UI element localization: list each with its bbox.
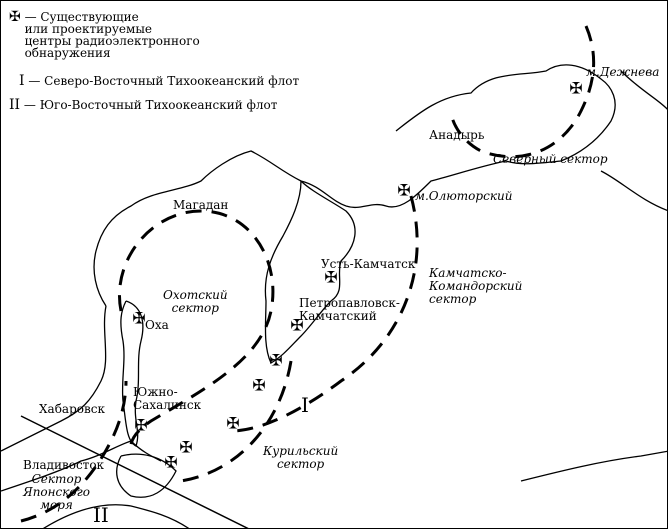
cross-icon: ✠: [9, 9, 21, 25]
cross-icon: ✠: [132, 309, 145, 328]
coast-okhotsk-north: [93, 150, 347, 307]
cross-icon: ✠: [134, 416, 147, 435]
place-okha: Оха: [145, 318, 169, 332]
fleet-two-mark: II: [93, 503, 109, 527]
coast-hokkaido: [116, 453, 177, 498]
cross-icon: ✠: [164, 453, 177, 472]
legend-station: ✠ — Существующие или проектируемые центр…: [9, 9, 200, 60]
coastlines: [1, 64, 667, 528]
legend-fleet2-mark: II: [9, 97, 21, 113]
sector-kuril-boundary: [180, 360, 293, 483]
coast-alaska: [520, 70, 667, 482]
cross-icon: ✠: [179, 438, 192, 457]
sector-north-label: Северный сектор: [493, 152, 608, 166]
sector-kamchatka-label: Камчатско- Командорский сектор: [429, 266, 523, 306]
place-olyutorsky: м.Олюторский: [415, 189, 513, 203]
place-petropavlovsk: Петропавловск- Камчатский: [299, 296, 400, 323]
place-khabarovsk: Хабаровск: [39, 402, 105, 416]
cross-icon: ✠: [397, 181, 410, 200]
coast-honshu: [43, 504, 190, 528]
sector-japan-boundary: [20, 380, 128, 523]
sector-japan-label: Сектор Японского моря: [23, 472, 90, 512]
coast-mainland: [1, 305, 107, 452]
sector-okhotsk-label: Охотский сектор: [163, 288, 228, 315]
fleet-one-mark: I: [301, 393, 309, 417]
sector-okhotsk-boundary: [118, 209, 275, 452]
fleet-boundary-line: [20, 415, 249, 528]
cross-icon: ✠: [290, 316, 303, 335]
legend-fleet2: II — Юго-Восточный Тихоокеанский флот: [9, 97, 278, 113]
legend-fleet1: I — Северо-Восточный Тихоокеанский флот: [19, 73, 300, 89]
place-dezhnev: м.Дежнева: [586, 65, 660, 79]
place-yuzhno-sakhalinsk: Южно- Сахалинск: [133, 385, 202, 412]
cross-icon: ✠: [569, 79, 582, 98]
place-vladivostok: Владивосток: [23, 458, 105, 472]
sector-kuril-label: Курильский сектор: [263, 444, 339, 471]
legend-fleet1-text: — Северо-Восточный Тихоокеанский флот: [28, 74, 300, 88]
place-anadyr: Анадырь: [429, 128, 485, 142]
legend-fleet2-text: — Юго-Восточный Тихоокеанский флот: [23, 98, 278, 112]
sector-boundaries: [20, 25, 596, 523]
legend-fleet1-mark: I: [19, 73, 25, 89]
legend-station-text: — Существующие или проектируемые центры …: [24, 10, 200, 60]
sector-north-boundary: [449, 25, 596, 159]
coast-kamchatka: [264, 180, 356, 364]
coast-chukotka: [345, 64, 616, 209]
radar-stations: ✠✠✠✠✠✠✠✠✠✠✠: [132, 79, 582, 472]
cross-icon: ✠: [226, 414, 239, 433]
coast-primorye: [1, 440, 162, 492]
place-ust-kamchatsk: Усть-Камчатск: [321, 257, 416, 271]
cross-icon: ✠: [324, 268, 337, 287]
place-magadan: Магадан: [173, 198, 229, 212]
cross-icon: ✠: [269, 351, 282, 370]
cross-icon: ✠: [252, 376, 265, 395]
